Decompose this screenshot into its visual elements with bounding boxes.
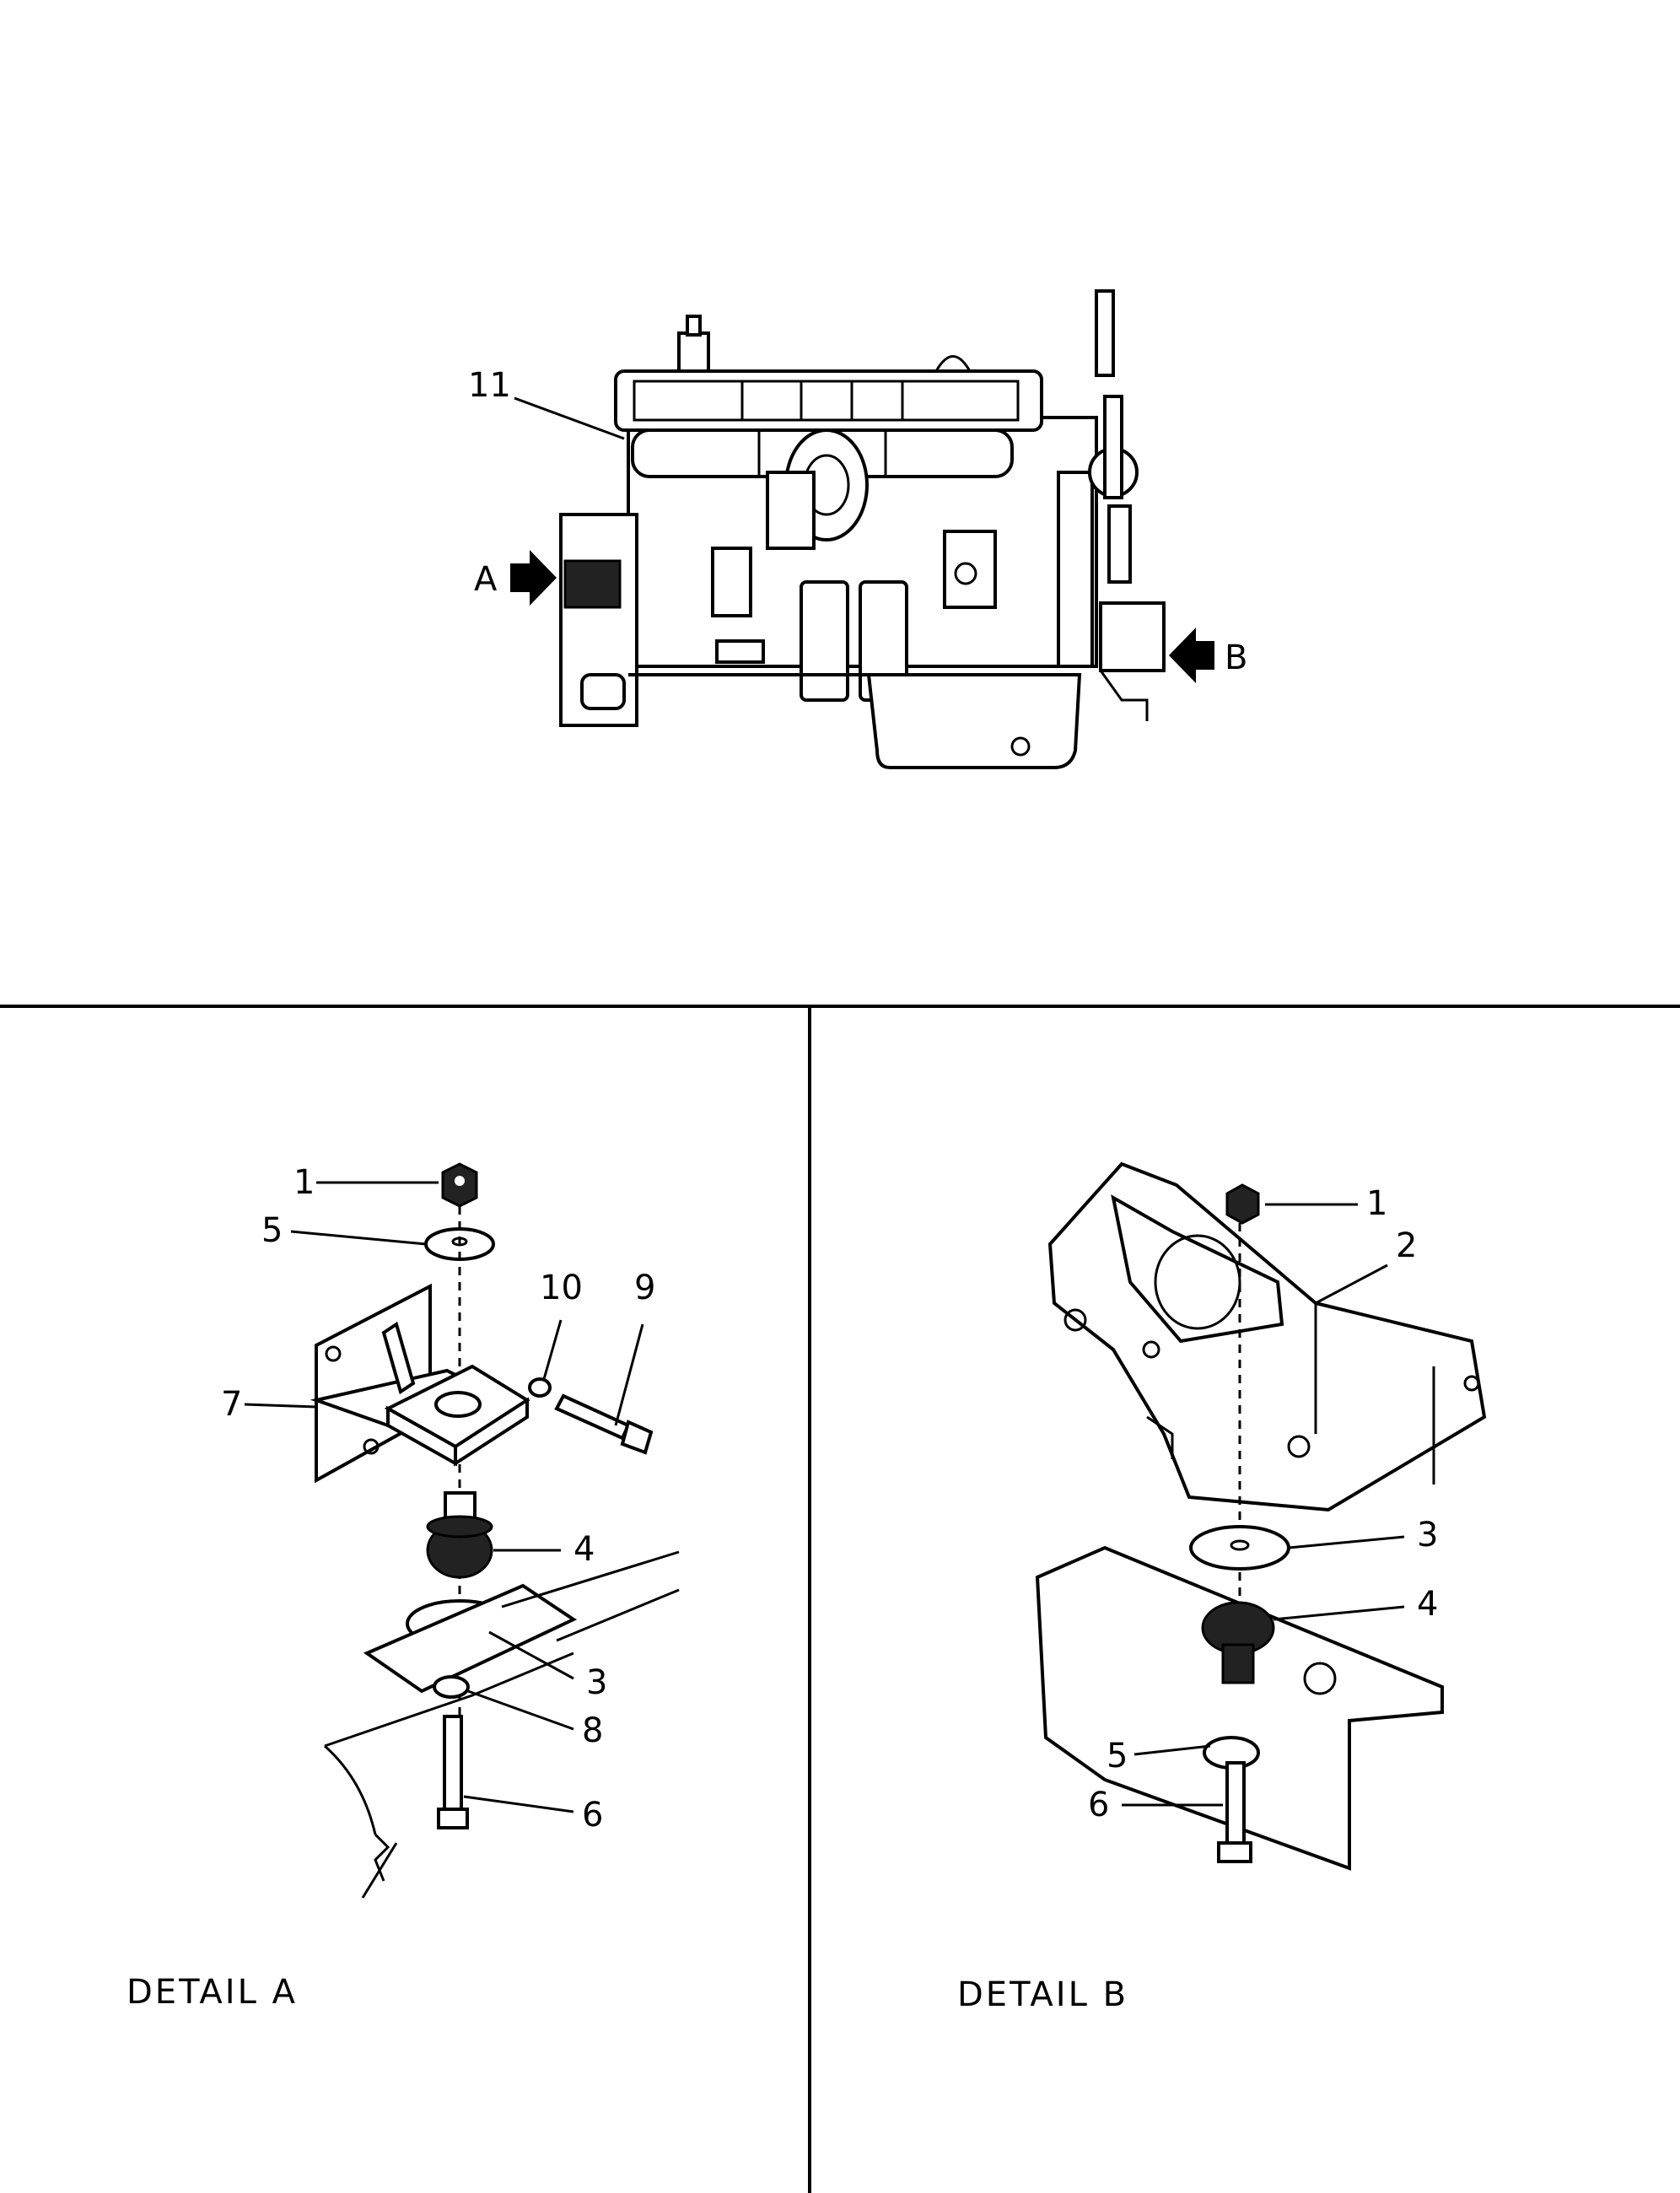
view-arrow-a-label: A	[474, 560, 498, 599]
detail-a-callout-10: 10	[540, 1269, 583, 1307]
detail-b-callout-1: 1	[1366, 1184, 1387, 1223]
detail-b-callout-2: 2	[1396, 1226, 1417, 1265]
detail-a-callout-6: 6	[582, 1796, 603, 1835]
view-arrow-a: A	[474, 550, 557, 606]
detail-b-callout-5: 5	[1107, 1737, 1128, 1775]
detail-a-callout-5: 5	[261, 1211, 283, 1250]
detail-b-caption: DETAIL B	[957, 1975, 1128, 2014]
detail-a-callout-8: 8	[582, 1711, 603, 1750]
detail-a-caption: DETAIL A	[127, 1973, 298, 2012]
detail-a-callout-9: 9	[634, 1269, 655, 1307]
engine-overview	[559, 289, 1166, 769]
callout-11: 11	[468, 366, 511, 405]
detail-b-callout-4: 4	[1417, 1585, 1438, 1624]
view-arrow-b: B	[1169, 628, 1247, 683]
detail-a-callout-4: 4	[573, 1530, 595, 1569]
detail-a-callout-3: 3	[586, 1663, 607, 1702]
view-arrow-b-label: B	[1225, 639, 1247, 677]
detail-a-callout-7: 7	[221, 1385, 242, 1424]
detail-b-callout-3: 3	[1417, 1516, 1438, 1554]
detail-a-callout-1: 1	[293, 1163, 315, 1202]
detail-a-drawing	[310, 1162, 680, 1899]
detail-b-callout-6: 6	[1088, 1786, 1109, 1824]
detail-b-drawing	[1035, 1161, 1487, 1871]
